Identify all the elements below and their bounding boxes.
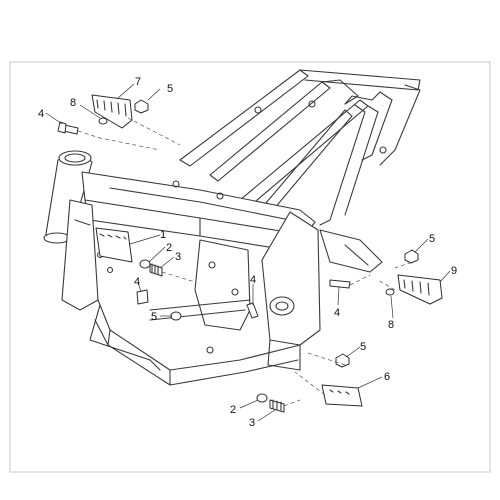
washer-8-top (98, 117, 108, 125)
callout-7: 7 (135, 76, 141, 88)
spring-3-upper (149, 263, 163, 277)
callout-2: 2 (166, 242, 172, 254)
bolt-4-right (329, 279, 351, 289)
pin-2-upper (139, 259, 151, 269)
callout-3: 3 (175, 251, 181, 263)
footpeg-rear-right (397, 274, 443, 305)
bolt-4-left (136, 289, 149, 305)
footpeg-rubber-6 (321, 384, 363, 407)
callout-4: 4 (334, 307, 340, 319)
nut-5-right (404, 249, 419, 264)
callout-1: 1 (160, 229, 166, 241)
nut-5-lower (335, 353, 350, 368)
callout-4: 4 (134, 276, 140, 288)
callout-4: 4 (250, 274, 256, 286)
nut-5-left (170, 311, 182, 321)
pin-2-lower (256, 393, 268, 403)
callout-3: 3 (249, 417, 255, 429)
callout-5: 5 (429, 233, 435, 245)
motorcycle-frame (43, 69, 421, 386)
callout-5: 5 (167, 83, 173, 95)
spring-3-lower (269, 399, 285, 413)
callout-2: 2 (230, 404, 236, 416)
leader-lines (45, 83, 451, 422)
nut-5-top (134, 99, 149, 114)
alignment-lines (77, 117, 419, 407)
callout-6: 6 (384, 371, 390, 383)
washer-8-right (385, 288, 395, 296)
callout-9: 9 (451, 265, 457, 277)
footpeg-rubber-1 (95, 227, 133, 263)
drawing-border (9, 61, 491, 473)
callout-5: 5 (151, 311, 157, 323)
bolt-4-top (57, 121, 79, 135)
footpeg-rear-left (91, 94, 133, 129)
bolt-4-center (246, 302, 259, 319)
callout-labels: 7 5 8 4 1 2 3 4 5 4 5 9 4 8 5 6 2 3 (38, 76, 457, 429)
callout-5: 5 (360, 341, 366, 353)
callout-8: 8 (388, 319, 394, 331)
callout-4: 4 (38, 108, 44, 120)
callout-8: 8 (70, 97, 76, 109)
